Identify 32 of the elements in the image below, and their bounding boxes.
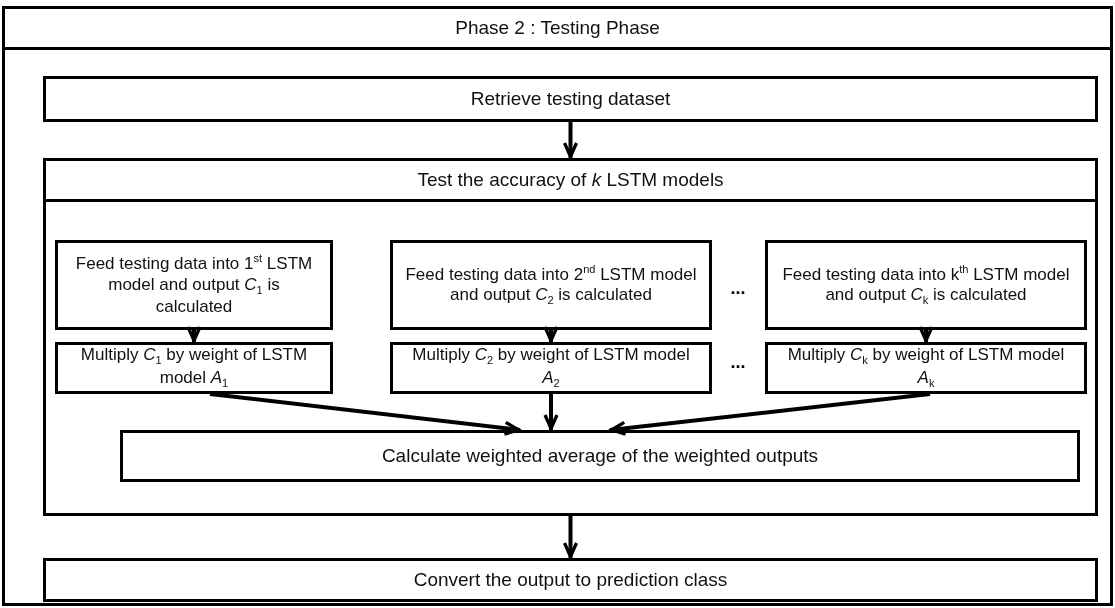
arrow bbox=[562, 122, 579, 159]
box-text: Feed testing data into 1$^{st}$ LSTM model and output C$_{1}$ is calculated bbox=[74, 251, 314, 319]
ellipsis: ... bbox=[730, 351, 746, 373]
process-box bbox=[390, 342, 712, 394]
box-text: Retrieve testing dataset bbox=[469, 86, 672, 111]
arrow bbox=[609, 392, 931, 436]
ellipsis: ... bbox=[730, 277, 746, 299]
box-text: Multiply C$_{2}$ by weight of LSTM model A$_{2}$ bbox=[411, 344, 691, 392]
process-box bbox=[390, 240, 712, 330]
process-box bbox=[55, 240, 333, 330]
arrow bbox=[562, 516, 579, 559]
container-box bbox=[2, 6, 1113, 606]
box-text: Calculate weighted average of the weighted outputs bbox=[380, 443, 820, 468]
process-box bbox=[765, 342, 1087, 394]
process-box bbox=[120, 430, 1080, 482]
box-text: Multiply C$_{k}$ by weight of LSTM model A$_{k}$ bbox=[786, 344, 1066, 392]
arrow bbox=[543, 325, 559, 343]
box-text: Feed testing data into k$^{th}$ LSTM model and output C$_{k}$ is calculated bbox=[781, 261, 1071, 309]
arrow bbox=[209, 392, 521, 436]
process-box bbox=[55, 342, 333, 394]
container-box bbox=[43, 158, 1098, 516]
box-text: Convert the output to prediction class bbox=[412, 567, 729, 592]
box-heading: Phase 2 : Testing Phase bbox=[5, 9, 1110, 50]
process-box bbox=[43, 558, 1098, 602]
box-text: Multiply C$_{1}$ by weight of LSTM model A$_{1}$ bbox=[79, 344, 309, 392]
process-box bbox=[765, 240, 1087, 330]
arrow bbox=[918, 325, 934, 343]
arrow bbox=[186, 325, 202, 343]
process-box bbox=[43, 76, 1098, 122]
box-text: Feed testing data into 2$^{nd}$ LSTM model and output C$_{2}$ is calculated bbox=[404, 261, 698, 309]
arrow bbox=[543, 394, 559, 431]
box-heading: Test the accuracy of k LSTM models bbox=[46, 161, 1095, 202]
